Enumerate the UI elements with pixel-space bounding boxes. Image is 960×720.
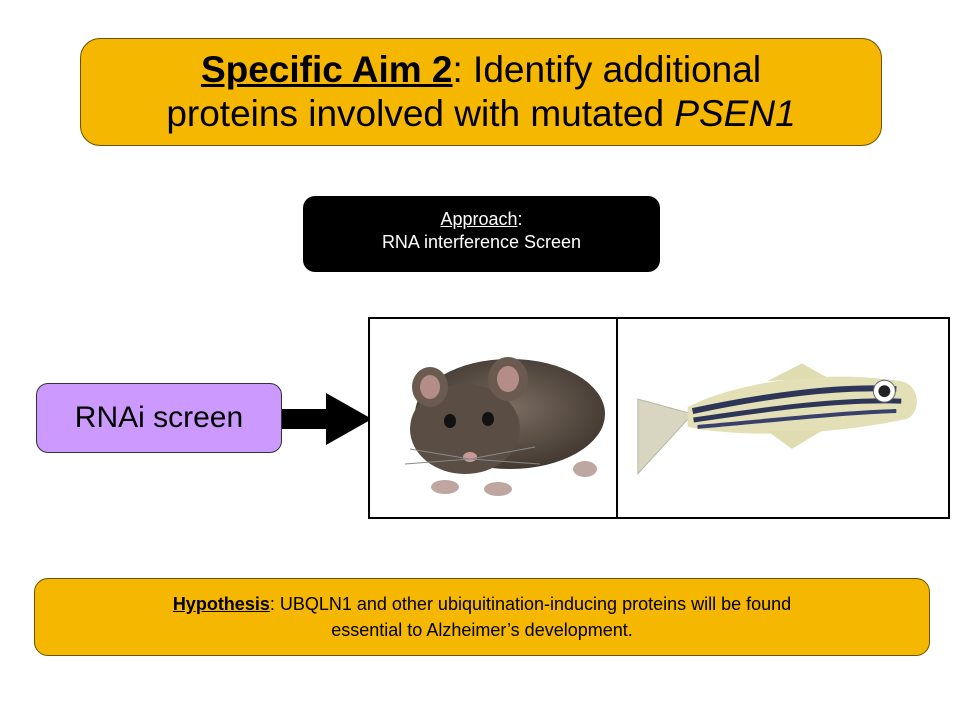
title-line-1: Specific Aim 2: Identify additional [201,48,761,92]
approach-label: Approach [440,209,518,229]
mouse-image [404,357,605,496]
hypothesis-line-1-rest: : UBQLN1 and other ubiquitination-induci… [269,594,792,614]
hypothesis-line-2: essential to Alzheimer’s development. [331,620,633,640]
hypothesis-box: Hypothesis: UBQLN1 and other ubiquitinat… [34,578,930,656]
approach-text: RNA interference Screen [381,232,582,252]
hypothesis-line-1: Hypothesis: UBQLN1 and other ubiquitinat… [173,591,791,617]
title-aim-label: Specific Aim 2 [200,49,453,90]
model-organisms-frame [368,317,950,519]
right-arrow-icon [282,393,372,445]
approach-colon: : [517,209,523,229]
mouse-image-cell [370,319,618,517]
zebrafish-image-cell [618,319,948,517]
title-line-1-rest: : Identify additional [452,49,762,90]
title-line-2-prefix: proteins involved with mutated [166,93,675,134]
hypothesis-label: Hypothesis [172,594,270,614]
zebrafish-image [637,363,917,475]
approach-heading: Approach: [303,208,660,231]
title-banner: Specific Aim 2: Identify additional prot… [80,38,882,146]
title-gene-name: PSEN1 [674,93,796,134]
title-line-2: proteins involved with mutated PSEN1 [166,92,795,136]
rnai-screen-box: RNAi screen [36,383,282,453]
approach-box: Approach: RNA interference Screen [303,196,660,272]
rnai-screen-label: RNAi screen [74,401,244,434]
